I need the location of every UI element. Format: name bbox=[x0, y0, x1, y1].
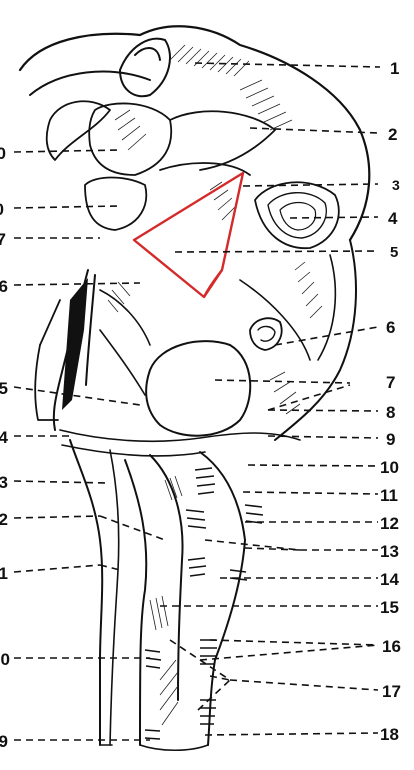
fiber-hatching bbox=[107, 44, 323, 726]
rootlets-lower bbox=[144, 639, 217, 740]
label-left-4: 4 bbox=[0, 428, 9, 447]
label-left-6: 6 bbox=[0, 277, 8, 296]
rootlets-upper bbox=[185, 467, 264, 581]
label-left-0b: 0 bbox=[0, 200, 4, 219]
label-right-9: 9 bbox=[386, 430, 395, 449]
label-right-7: 7 bbox=[386, 373, 395, 392]
label-left-7: 7 bbox=[0, 230, 6, 249]
label-left-0a: 0 bbox=[0, 144, 6, 163]
label-right-11: 11 bbox=[380, 486, 398, 505]
label-right-17: 17 bbox=[382, 682, 401, 701]
label-right-8: 8 bbox=[386, 403, 395, 422]
label-right-1: 1 bbox=[390, 59, 399, 78]
label-left-2: 2 bbox=[0, 510, 8, 529]
highlighted-triangle-region bbox=[132, 171, 245, 299]
label-right-12: 12 bbox=[380, 514, 399, 533]
label-left-9: 9 bbox=[0, 732, 8, 751]
label-left-5: 5 bbox=[0, 379, 8, 398]
leader-lines-left bbox=[13, 149, 166, 741]
label-right-4: 4 bbox=[388, 209, 398, 228]
label-right-5: 5 bbox=[390, 244, 398, 261]
label-right-10: 10 bbox=[380, 458, 399, 477]
label-right-2: 2 bbox=[388, 125, 397, 144]
label-left-1: 1 bbox=[0, 564, 8, 583]
labels-left: 0 0 7 6 5 4 3 2 1 0 9 bbox=[0, 144, 10, 751]
brainstem-drawing bbox=[18, 25, 371, 751]
label-right-18: 18 bbox=[380, 725, 399, 744]
label-right-3: 3 bbox=[392, 177, 400, 193]
labels-right: 1 2 3 4 5 6 7 8 9 10 11 12 13 14 15 16 1… bbox=[380, 59, 401, 744]
label-right-16: 16 bbox=[382, 637, 401, 656]
leader-lines-right bbox=[160, 62, 381, 736]
label-right-15: 15 bbox=[380, 598, 399, 617]
label-left-3: 3 bbox=[0, 473, 8, 492]
label-right-14: 14 bbox=[380, 570, 399, 589]
label-right-13: 13 bbox=[380, 542, 399, 561]
label-right-6: 6 bbox=[386, 318, 395, 337]
label-left-0c: 0 bbox=[1, 650, 10, 669]
